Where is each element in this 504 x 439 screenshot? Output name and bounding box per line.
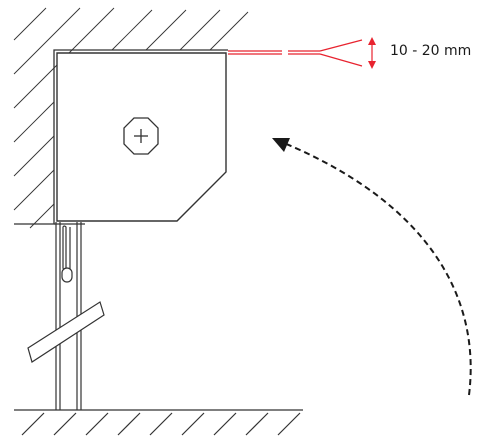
dashed-curved-arrow-icon <box>272 138 472 396</box>
break-lines <box>27 301 105 363</box>
floor <box>14 409 303 436</box>
wall-outline <box>14 49 228 225</box>
octagon-plus-icon <box>123 117 159 155</box>
gap-label: 10 - 20 mm <box>390 43 472 59</box>
gap-arrowheads <box>368 37 376 69</box>
gap-dimension <box>228 39 373 67</box>
